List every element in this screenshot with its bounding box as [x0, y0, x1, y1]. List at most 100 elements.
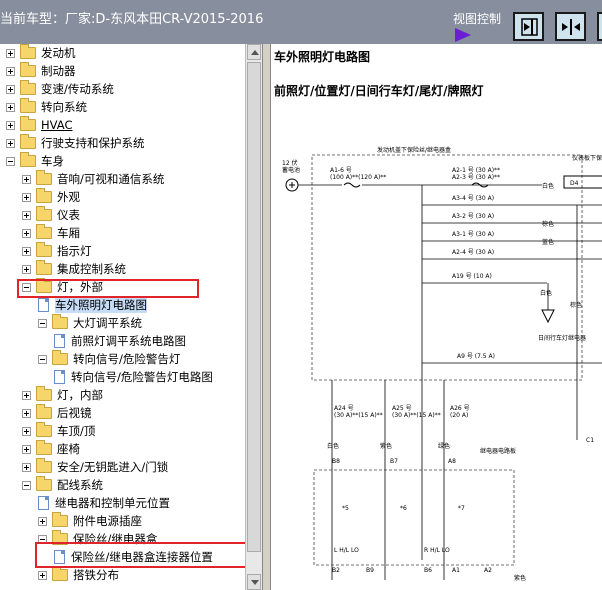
expand-icon[interactable] — [22, 444, 31, 454]
fuse-a3-2-label: A3-2 号 (30 A) — [452, 213, 494, 220]
toolbar-button-partial[interactable] — [597, 12, 602, 41]
tree-item[interactable]: 继电器和控制单元位置 — [38, 494, 170, 512]
collapse-icon[interactable] — [38, 354, 47, 364]
scroll-down-button[interactable] — [247, 574, 261, 590]
fuse-a24-label: A24 号 — [334, 405, 354, 412]
play-arrow-icon[interactable] — [455, 28, 471, 42]
expand-icon[interactable] — [38, 516, 47, 526]
tree-item-label: 继电器和控制单元位置 — [55, 496, 170, 510]
folder-icon — [36, 404, 52, 419]
scroll-up-button[interactable] — [247, 44, 261, 60]
document-icon — [38, 496, 49, 510]
tree-item-label: 附件电源插座 — [73, 514, 142, 528]
tree-item[interactable]: 行驶支持和保护系统 — [6, 134, 145, 152]
fuse-a19-label: A19 号 (10 A) — [452, 273, 492, 280]
expand-icon[interactable] — [22, 426, 31, 436]
tree-item[interactable]: 外观 — [22, 188, 80, 206]
collapse-icon[interactable] — [6, 156, 15, 166]
expand-icon[interactable] — [6, 138, 15, 148]
expand-icon[interactable] — [6, 102, 15, 112]
tree-item-label: 灯，内部 — [57, 388, 103, 402]
relay-board-label: 继电器电路板 — [480, 447, 516, 455]
connector-b2: B2 — [332, 567, 340, 574]
expand-icon[interactable] — [6, 48, 15, 58]
document-icon — [54, 334, 65, 348]
tree-item[interactable]: 转向系统 — [6, 98, 87, 116]
tree-item[interactable]: 音响/可视和通信系统 — [22, 170, 164, 188]
wiring-diagram: 发动机盖下保险丝/继电器盒 12 伏 蓄电池 A1-6 号 (100 A)**(… — [282, 146, 602, 582]
next-page-button[interactable] — [513, 12, 544, 41]
tree-item[interactable]: 搭铁分布 — [38, 566, 119, 584]
view-control-label: 视图控制 — [453, 12, 502, 26]
collapse-icon[interactable] — [22, 282, 31, 292]
tree-item[interactable]: 安全/无钥匙进入/门锁 — [22, 458, 168, 476]
connector-b7: B7 — [390, 458, 398, 465]
connector-b9: B9 — [366, 567, 374, 574]
tree-item[interactable]: 车外照明灯电路图 — [38, 296, 147, 314]
folder-icon — [20, 80, 36, 95]
relay-7: *7 — [458, 505, 465, 512]
expand-icon[interactable] — [22, 174, 31, 184]
tree-item[interactable]: 车顶/顶 — [22, 422, 95, 440]
fuse-a26-rating: (20 A) — [450, 412, 468, 419]
tree-item[interactable]: 附件电源插座 — [38, 512, 142, 530]
collapse-icon[interactable] — [22, 480, 31, 490]
expand-icon[interactable] — [6, 66, 15, 76]
fuse-a2-1-label: A2-1 号 (30 A)** — [452, 167, 500, 174]
expand-icon[interactable] — [22, 192, 31, 202]
expand-icon[interactable] — [6, 120, 15, 130]
connector-c1: C1 — [586, 437, 594, 444]
tree-item[interactable]: 前照灯调平系统电路图 — [54, 332, 186, 350]
expand-icon[interactable] — [22, 390, 31, 400]
expand-icon[interactable] — [22, 246, 31, 256]
fit-page-icon — [562, 19, 580, 35]
folder-icon — [20, 62, 36, 77]
document-view[interactable] — [270, 44, 602, 590]
folder-icon — [36, 476, 52, 491]
left-headlight-lo: L H/L LO — [334, 547, 359, 554]
wire-color-purple-2: 紫色 — [514, 574, 526, 582]
tree-item[interactable]: 保险丝/继电器盒连接器位置 — [54, 548, 213, 566]
fit-page-button[interactable] — [555, 12, 586, 41]
tree-item[interactable]: 车厢 — [22, 224, 80, 242]
expand-icon[interactable] — [38, 570, 47, 580]
tree-item[interactable]: 后视镜 — [22, 404, 92, 422]
expand-icon[interactable] — [22, 228, 31, 238]
relay-5: *5 — [342, 505, 349, 512]
tree-item[interactable]: 灯，内部 — [22, 386, 103, 404]
tree-item[interactable]: 发动机 — [6, 44, 76, 62]
tree-item[interactable]: 指示灯 — [22, 242, 92, 260]
tree-item[interactable]: 转向信号/危险警告灯电路图 — [54, 368, 213, 386]
title-bar: 当前车型：厂家:D-东风本田CR-V2015-2016 视图控制 — [0, 0, 602, 44]
tree-item[interactable]: HVAC — [6, 116, 72, 134]
tree-item[interactable]: 配线系统 — [22, 476, 103, 494]
folder-icon — [36, 260, 52, 275]
tree-scrollbar[interactable] — [245, 44, 262, 590]
folder-icon — [20, 44, 36, 59]
tree-item[interactable]: 座椅 — [22, 440, 80, 458]
tree-item[interactable]: 转向信号/危险警告灯 — [38, 350, 180, 368]
scroll-thumb[interactable] — [247, 62, 261, 552]
tree-item[interactable]: 大灯调平系统 — [38, 314, 142, 332]
connector-b6: B6 — [424, 567, 432, 574]
tree-item[interactable]: 变速/传动系统 — [6, 80, 114, 98]
tree-item[interactable]: 集成控制系统 — [22, 260, 126, 278]
collapse-icon[interactable] — [38, 318, 47, 328]
fuse-a3-1-label: A3-1 号 (30 A) — [452, 231, 494, 238]
expand-icon[interactable] — [22, 210, 31, 220]
expand-icon[interactable] — [22, 264, 31, 274]
tree-item[interactable]: 车身 — [6, 152, 64, 170]
tree-item[interactable]: 制动器 — [6, 62, 76, 80]
fuse-a2-4-label: A2-4 号 (30 A) — [452, 249, 494, 256]
tree-item-label: 外观 — [57, 190, 80, 204]
tree-item[interactable]: 仪表 — [22, 206, 80, 224]
connector-d4: D4 — [570, 180, 579, 187]
fuse-a9-label: A9 号 (7.5 A) — [457, 353, 495, 360]
connector-b8: B8 — [332, 458, 340, 465]
tree-item-label: 车顶/顶 — [57, 424, 96, 438]
expand-icon[interactable] — [6, 84, 15, 94]
tree-item-label: 搭铁分布 — [73, 568, 119, 582]
tree-item-label: 车身 — [41, 154, 64, 168]
expand-icon[interactable] — [22, 462, 31, 472]
expand-icon[interactable] — [22, 408, 31, 418]
